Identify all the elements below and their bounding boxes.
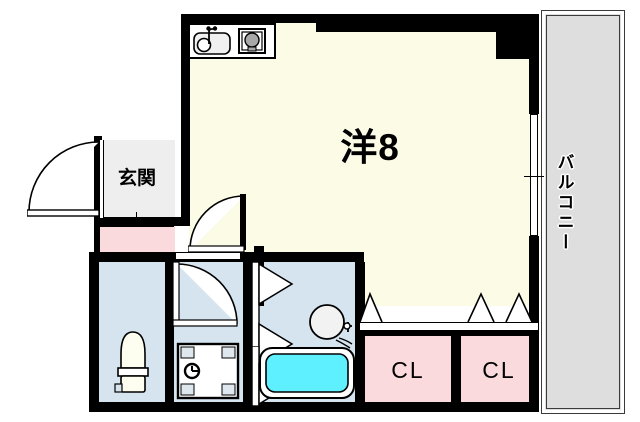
wall-wet-top-right [252, 252, 364, 262]
label-genkan: 玄関 [117, 167, 156, 189]
entrance-door-jamb [99, 140, 104, 218]
vanity-basin-icon [309, 304, 353, 349]
bathtub-icon [259, 347, 355, 399]
wall-genkan-front [94, 136, 102, 144]
stove-cooktop-icon [238, 28, 266, 54]
wall-genkan-top [94, 217, 190, 226]
wall-left-outer [89, 252, 99, 412]
room-closet-2-fill [460, 336, 539, 410]
room-balcony-fill [545, 14, 621, 410]
bathroom-folding-door[interactable] [252, 262, 298, 366]
toilet-door-swing[interactable] [173, 262, 239, 328]
wall-bottom-outer [89, 402, 539, 412]
entrance-door-swing[interactable] [27, 140, 103, 218]
label-closet-2: CL [482, 356, 516, 383]
wall-right-outer-upper [529, 14, 539, 114]
balcony-outer-frame [541, 10, 625, 414]
kitchen-sink-icon [193, 26, 231, 55]
wall-shoebox-bottom [94, 252, 190, 262]
shoebox-line-1 [100, 220, 174, 221]
label-main-room: 洋8 [340, 127, 400, 168]
room-closet-1-fill [364, 336, 452, 410]
wall-closet-divider [451, 330, 461, 410]
wall-top-notch-horizontal [316, 22, 496, 32]
closet-top-gap [360, 322, 538, 331]
closet-door-markers [360, 291, 533, 323]
shoebox-line-2 [100, 226, 174, 227]
room-shoebox-fill [99, 224, 175, 254]
wall-top-main [181, 14, 539, 23]
corridor-door-header [175, 252, 241, 260]
shoebox-tick [136, 212, 137, 226]
wall-closet-top [355, 330, 539, 336]
sliding-door-balcony[interactable] [530, 114, 538, 236]
washing-machine-pan-icon [176, 342, 240, 400]
balcony-inner-frame [546, 15, 620, 409]
wall-genkan-left [94, 136, 100, 226]
wall-main-left-upper [181, 14, 190, 226]
room-genkan-fill [99, 140, 175, 220]
wall-bath-left [243, 262, 252, 410]
toilet-fixture-icon [114, 331, 149, 393]
genkan-room-door-swing[interactable] [188, 194, 248, 254]
sliding-door-midmark [524, 176, 544, 177]
wall-toilet-right [165, 262, 174, 410]
wall-bath-right [355, 262, 365, 410]
wall-shoebox-left [94, 226, 100, 258]
label-closet-1: CL [391, 356, 425, 383]
label-balcony: バルコニー [554, 153, 574, 253]
